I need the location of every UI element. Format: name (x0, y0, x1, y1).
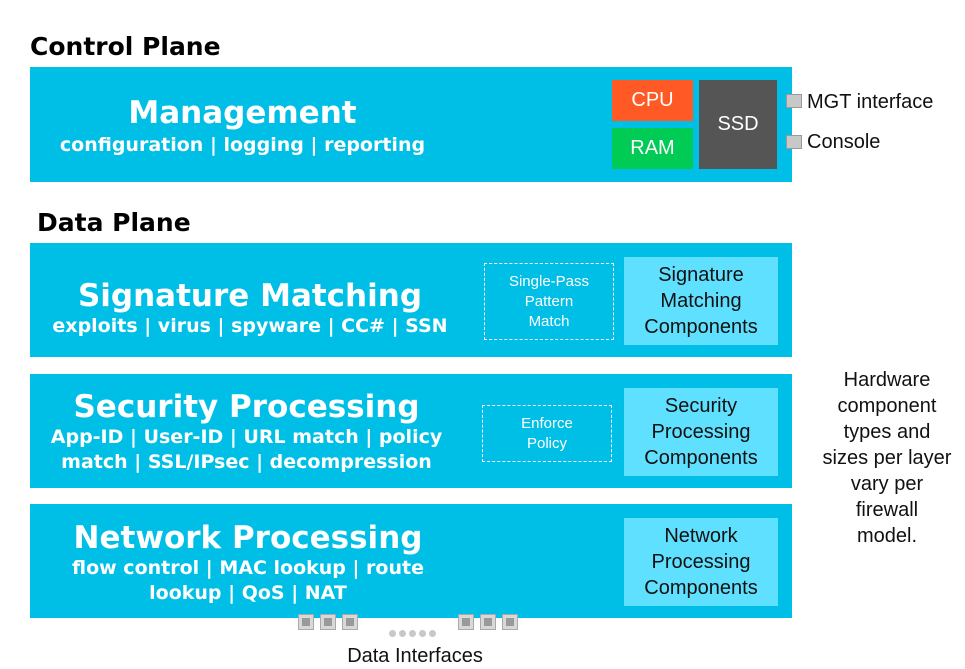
port-icon (480, 614, 496, 630)
security-processing-components: Security Processing Components (624, 388, 778, 476)
management-layer: Management configuration | logging | rep… (30, 67, 792, 182)
management-title: Management (128, 95, 357, 131)
ssd-chip: SSD (699, 80, 777, 169)
subtitle-line: match | SSL/IPsec | decompression (61, 451, 432, 473)
ram-chip: RAM (612, 128, 693, 169)
note-line: model. (856, 525, 918, 547)
signature-matching-subtitle: exploits | virus | spyware | CC# | SSN (52, 315, 448, 337)
ssd-label: SSD (717, 113, 759, 135)
signature-matching-title: Signature Matching (77, 278, 423, 314)
subtitle-line: App-ID | User-ID | URL match | policy (50, 426, 443, 448)
dot-icon (389, 630, 396, 637)
note-line: firewall (855, 499, 919, 521)
component-line: Components (644, 577, 758, 599)
dashed-line: Match (528, 312, 570, 330)
component-line: Components (644, 316, 758, 338)
data-plane-title: Data Plane (37, 208, 191, 237)
component-line: Components (644, 447, 758, 469)
port-icon (458, 614, 474, 630)
data-interface-ports (298, 614, 364, 634)
note-line: vary per (850, 473, 924, 495)
component-line: Security (664, 395, 738, 417)
security-processing-layer: Security Processing App-ID | User-ID | U… (30, 374, 792, 488)
console-port-icon (786, 135, 802, 149)
component-line: Network (664, 525, 738, 547)
console-label: Console (807, 131, 881, 153)
mgt-interface-label: MGT interface (807, 91, 934, 113)
security-processing-subtitle: App-ID | User-ID | URL match | policy ma… (30, 425, 463, 475)
mgt-port-icon (786, 94, 802, 108)
note-line: types and (843, 421, 931, 443)
data-interface-ports-right (458, 614, 524, 634)
network-processing-layer: Network Processing flow control | MAC lo… (30, 504, 792, 618)
subtitle-line: lookup | QoS | NAT (149, 582, 347, 604)
signature-matching-components: Signature Matching Components (624, 257, 778, 345)
dot-icon (409, 630, 416, 637)
enforce-policy-box: Enforce Policy (482, 405, 612, 462)
dot-icon (399, 630, 406, 637)
dashed-line: Pattern (524, 292, 574, 310)
note-line: sizes per layer (822, 447, 952, 469)
component-line: Matching (660, 290, 742, 312)
network-processing-components: Network Processing Components (624, 518, 778, 606)
ram-label: RAM (630, 137, 675, 159)
data-interfaces-label: Data Interfaces (347, 645, 483, 667)
port-icon (342, 614, 358, 630)
dashed-line: Enforce (521, 414, 573, 432)
security-processing-title: Security Processing (73, 389, 420, 425)
dot-icon (419, 630, 426, 637)
ellipsis-dots (389, 622, 439, 641)
port-icon (502, 614, 518, 630)
cpu-chip: CPU (612, 80, 693, 121)
control-plane-title: Control Plane (30, 32, 221, 61)
subtitle-line: flow control | MAC lookup | route (72, 557, 424, 579)
note-line: Hardware (843, 369, 931, 391)
component-line: Processing (651, 551, 751, 573)
port-icon (320, 614, 336, 630)
dashed-line: Single-Pass (508, 272, 590, 290)
dot-icon (429, 630, 436, 637)
dashed-line: Policy (526, 434, 567, 452)
network-processing-subtitle: flow control | MAC lookup | route lookup… (30, 556, 466, 606)
note-line: component (837, 395, 937, 417)
hardware-note: Hardware component types and sizes per l… (812, 367, 962, 549)
signature-matching-layer: Signature Matching exploits | virus | sp… (30, 243, 792, 357)
component-line: Processing (651, 421, 751, 443)
port-icon (298, 614, 314, 630)
cpu-label: CPU (631, 89, 674, 111)
component-line: Signature (658, 264, 744, 286)
management-subtitle: configuration | logging | reporting (59, 134, 426, 156)
network-processing-title: Network Processing (73, 520, 423, 556)
single-pass-pattern-match-box: Single-Pass Pattern Match (484, 263, 614, 340)
